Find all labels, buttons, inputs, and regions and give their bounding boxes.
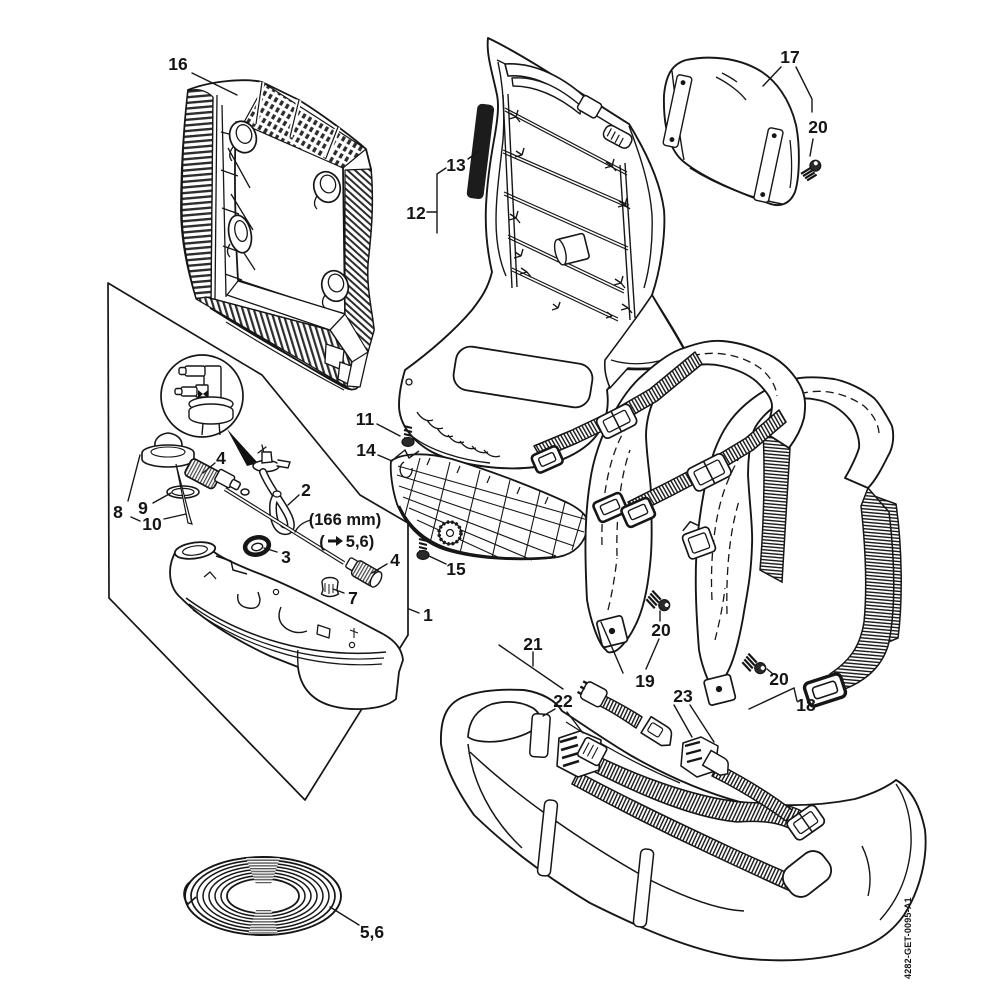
svg-text:20: 20 bbox=[651, 620, 671, 640]
svg-text:(: ( bbox=[319, 533, 325, 551]
svg-text:20: 20 bbox=[769, 669, 789, 689]
svg-text:14: 14 bbox=[356, 440, 376, 460]
svg-text:17: 17 bbox=[780, 47, 799, 67]
svg-text:10: 10 bbox=[142, 514, 162, 534]
svg-text:4: 4 bbox=[390, 550, 400, 570]
svg-text:9: 9 bbox=[138, 498, 148, 518]
svg-text:3: 3 bbox=[281, 547, 291, 567]
svg-text:11: 11 bbox=[356, 409, 375, 429]
svg-text:15: 15 bbox=[446, 559, 466, 579]
svg-text:13: 13 bbox=[446, 155, 466, 175]
svg-text:4: 4 bbox=[216, 448, 226, 468]
svg-text:20: 20 bbox=[808, 117, 828, 137]
svg-text:4282-GET-0095-A1: 4282-GET-0095-A1 bbox=[903, 897, 913, 979]
svg-text:7: 7 bbox=[348, 588, 358, 608]
svg-text:19: 19 bbox=[635, 671, 655, 691]
svg-text:1: 1 bbox=[423, 605, 433, 625]
svg-text:23: 23 bbox=[673, 686, 693, 706]
svg-text:5,6): 5,6) bbox=[346, 533, 374, 551]
svg-text:5,6: 5,6 bbox=[360, 922, 385, 942]
svg-text:22: 22 bbox=[553, 691, 573, 711]
svg-text:18: 18 bbox=[796, 695, 816, 715]
svg-text:12: 12 bbox=[406, 203, 426, 223]
svg-text:(166 mm): (166 mm) bbox=[309, 511, 381, 529]
svg-text:16: 16 bbox=[168, 54, 188, 74]
svg-text:21: 21 bbox=[523, 634, 543, 654]
svg-text:8: 8 bbox=[113, 502, 123, 522]
svg-text:2: 2 bbox=[301, 480, 311, 500]
